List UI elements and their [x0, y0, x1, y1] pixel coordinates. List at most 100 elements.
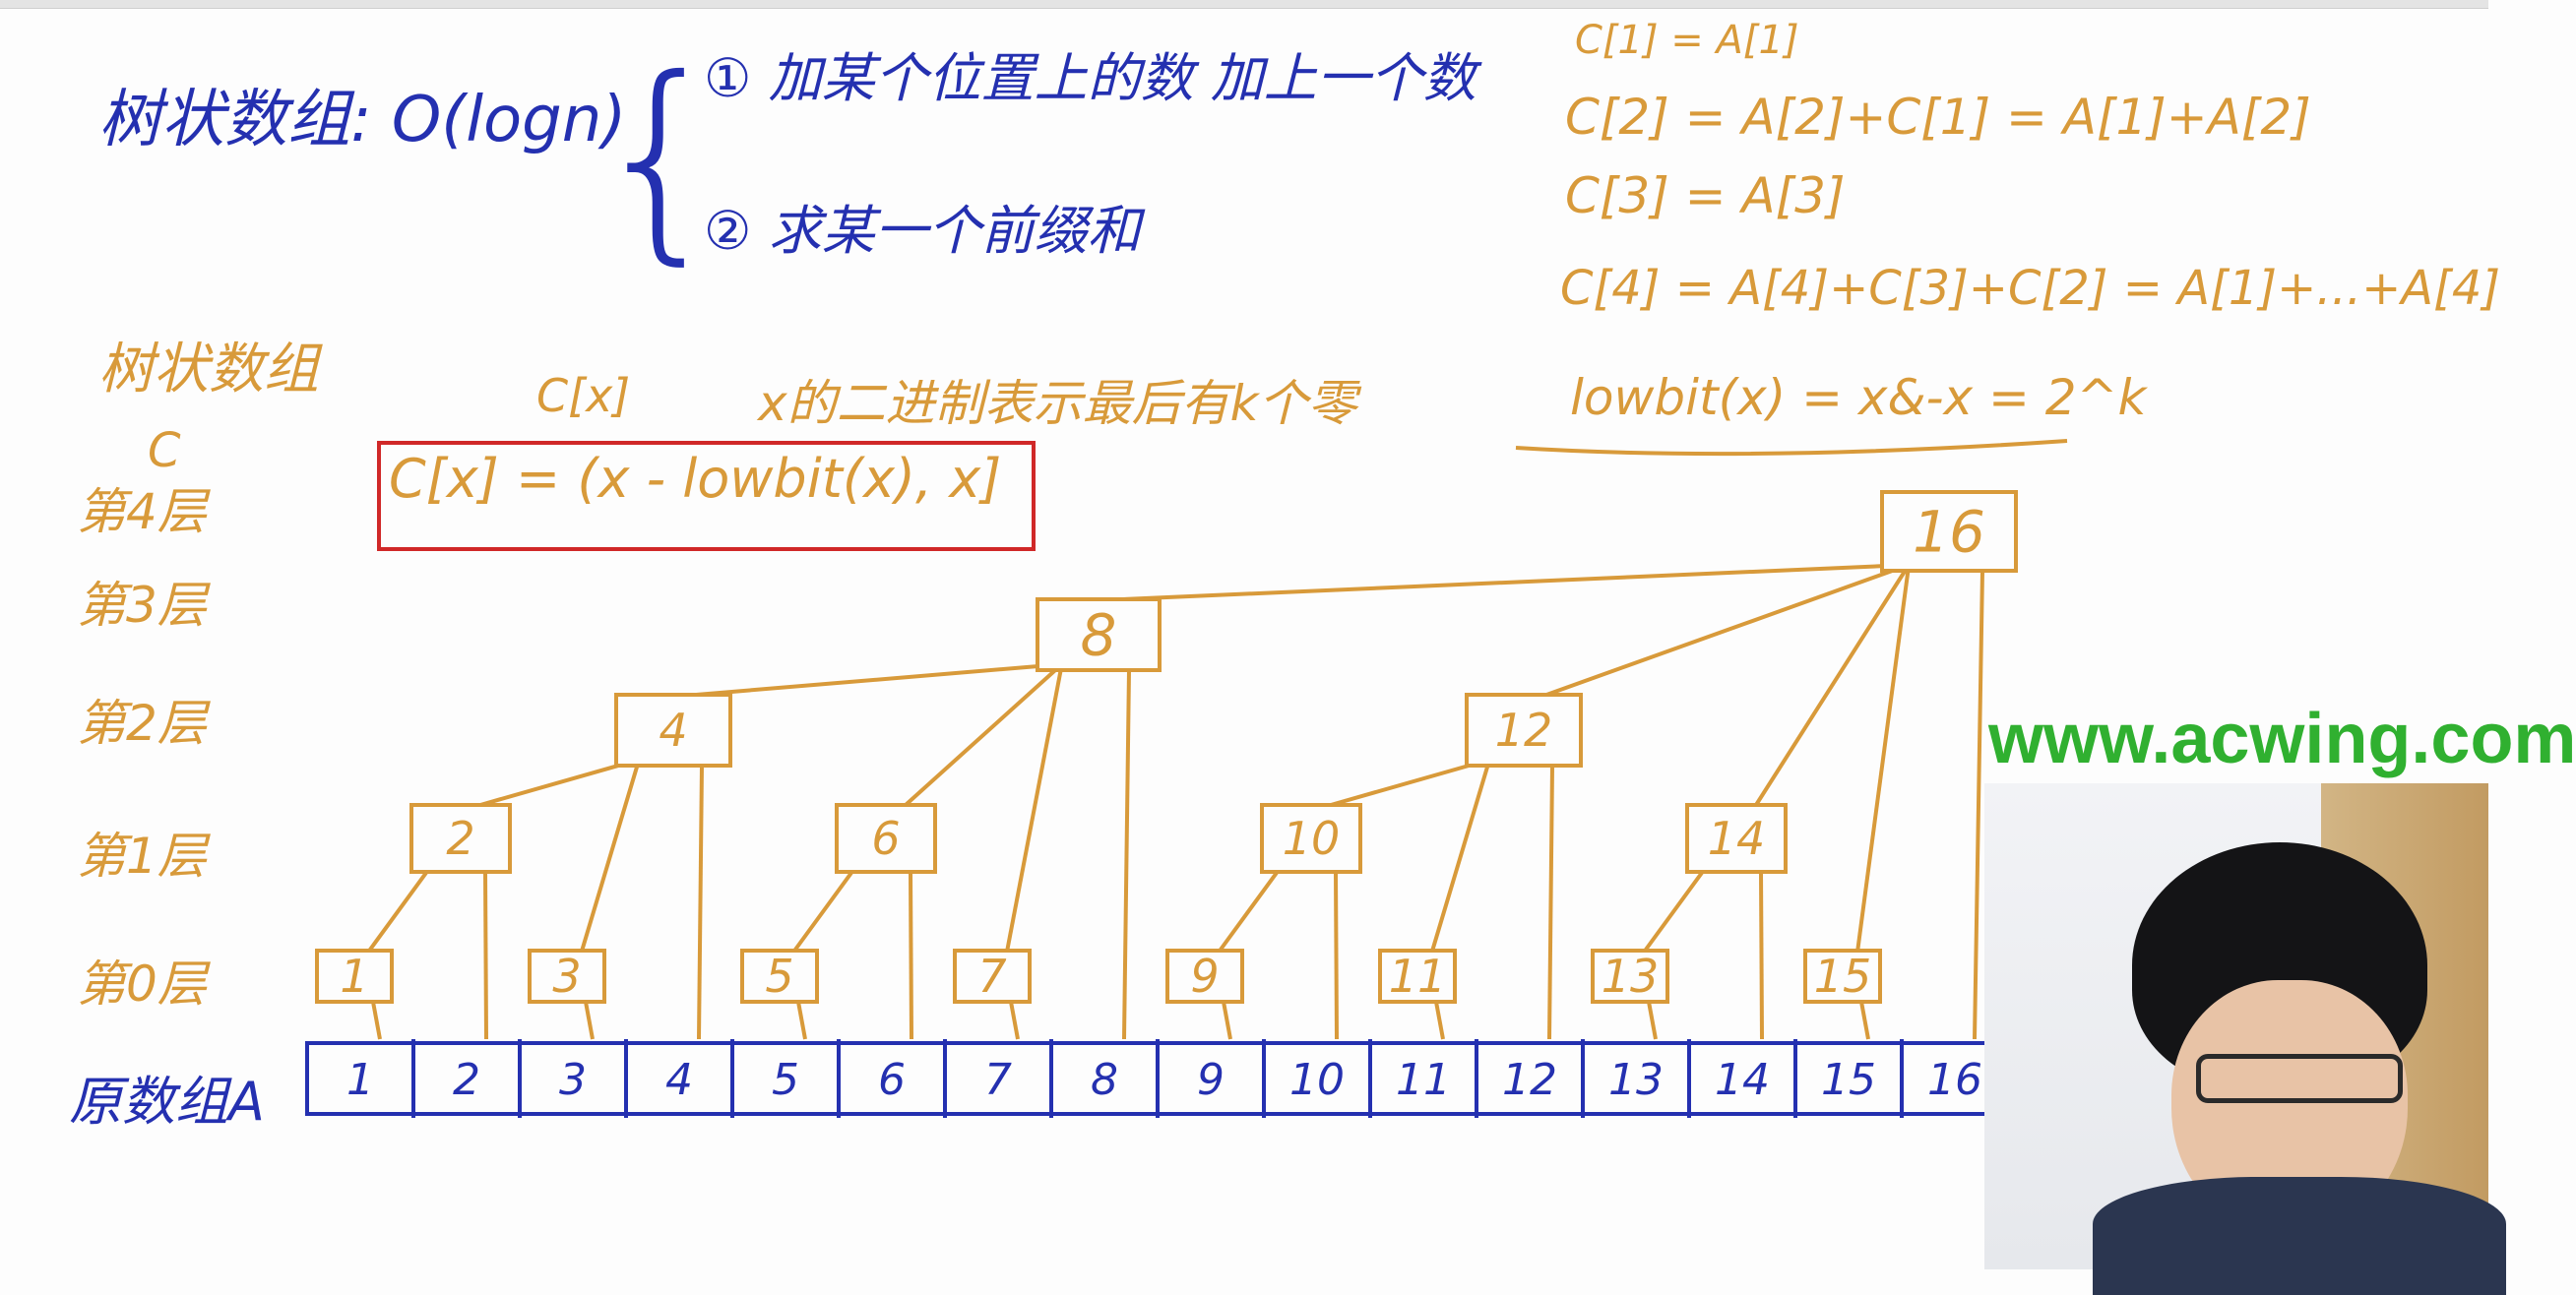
- formula-c3: C[3] = A[3]: [1565, 167, 1846, 224]
- array-cell-7: 7: [984, 1055, 1012, 1105]
- watermark: www.acwing.com: [1988, 700, 2576, 778]
- edge-4-3: [580, 759, 642, 952]
- brace: {: [591, 31, 728, 283]
- tree-node-label-4: 4: [659, 704, 687, 757]
- edge-4-2: [479, 758, 640, 807]
- lowbit-underline: [1515, 439, 2068, 457]
- tree-node-label-6: 6: [871, 812, 900, 865]
- tree-node-15: [1803, 949, 1882, 1004]
- formula-c4: C[4] = A[4]+C[3]+C[2] = A[1]+...+A[4]: [1560, 261, 2501, 316]
- edge-12-11: [1430, 759, 1492, 952]
- edge-to-array-9: [1222, 1001, 1232, 1040]
- edge-to-array-10: [1334, 871, 1339, 1040]
- cx-label: C[x]: [536, 369, 631, 422]
- tree-node-10: [1260, 803, 1362, 874]
- edge-to-array-1: [371, 1001, 382, 1040]
- edge-to-array-16: [1973, 570, 1984, 1040]
- tree-node-label-9: 9: [1190, 950, 1219, 1003]
- tree-node-label-16: 16: [1913, 498, 1985, 565]
- edge-to-array-12: [1547, 765, 1554, 1040]
- formula-c2: C[2] = A[2]+C[1] = A[1]+A[2]: [1565, 89, 2311, 146]
- webcam-feed: [1984, 783, 2506, 1295]
- edge-6-5: [792, 864, 858, 953]
- binary-note: x的二进制表示最后有k个零: [758, 375, 1357, 432]
- edge-to-array-11: [1434, 1001, 1445, 1040]
- edge-8-4: [696, 662, 1062, 697]
- tree-node-label-11: 11: [1389, 950, 1447, 1003]
- tree-node-8: [1036, 597, 1162, 672]
- window-top-bar: [0, 0, 2488, 9]
- array-cell-2: 2: [453, 1055, 480, 1105]
- tree-node-2: [409, 803, 512, 874]
- edge-16-15: [1855, 564, 1912, 952]
- array-cell-8: 8: [1091, 1055, 1118, 1105]
- tree-node-7: [953, 949, 1032, 1004]
- edge-to-array-2: [483, 871, 488, 1040]
- array-cell-1: 1: [346, 1055, 374, 1105]
- tree-node-13: [1591, 949, 1669, 1004]
- operation-add: ① 加某个位置上的数 加上一个数: [704, 47, 1476, 109]
- tree-node-6: [835, 803, 937, 874]
- tree-node-9: [1165, 949, 1244, 1004]
- layer-label-2: 第2层: [77, 695, 207, 752]
- tree-node-16: [1880, 490, 2018, 573]
- tree-node-label-3: 3: [552, 950, 581, 1003]
- edge-14-13: [1643, 864, 1709, 953]
- layer-c-label: C: [148, 423, 181, 478]
- tree-node-label-8: 8: [1081, 601, 1117, 668]
- tree-node-5: [740, 949, 819, 1004]
- array-cell-11: 11: [1396, 1055, 1451, 1105]
- array-cell-5: 5: [772, 1055, 799, 1105]
- layer-label-3: 第3层: [77, 577, 207, 634]
- tree-node-label-5: 5: [765, 950, 793, 1003]
- edge-16-14: [1754, 563, 1911, 807]
- tree-node-11: [1378, 949, 1457, 1004]
- tree-node-label-2: 2: [446, 812, 474, 865]
- edge-to-array-8: [1122, 669, 1131, 1040]
- tree-node-3: [528, 949, 606, 1004]
- array-cell-13: 13: [1608, 1055, 1664, 1105]
- edge-10-9: [1218, 864, 1284, 953]
- section-title: 树状数组: [98, 338, 319, 401]
- tree-node-4: [614, 693, 732, 768]
- tree-node-label-13: 13: [1602, 950, 1660, 1003]
- array-cell-16: 16: [1927, 1055, 1982, 1105]
- edge-8-7: [1005, 663, 1064, 952]
- array-cell-4: 4: [665, 1055, 693, 1105]
- edge-12-10: [1330, 758, 1490, 807]
- array-cell-14: 14: [1715, 1055, 1770, 1105]
- array-cell-9: 9: [1197, 1055, 1225, 1105]
- range-definition: C[x] = (x - lowbit(x), x]: [389, 448, 1002, 510]
- edge-to-array-5: [796, 1001, 807, 1040]
- array-cell-12: 12: [1502, 1055, 1557, 1105]
- array-cell-3: 3: [559, 1055, 587, 1105]
- edge-2-1: [367, 864, 433, 953]
- edge-to-array-3: [584, 1001, 595, 1040]
- operation-prefix-sum: ② 求某一个前缀和: [704, 200, 1141, 262]
- tree-node-label-12: 12: [1495, 704, 1553, 757]
- tree-node-14: [1685, 803, 1788, 874]
- array-label: 原数组A: [69, 1071, 265, 1133]
- layer-label-1: 第1层: [77, 828, 207, 885]
- tree-node-12: [1465, 693, 1583, 768]
- tree-node-1: [315, 949, 394, 1004]
- tree-node-label-1: 1: [340, 950, 368, 1003]
- page-title: 树状数组: O(logn): [98, 84, 627, 156]
- tree-node-label-7: 7: [977, 950, 1006, 1003]
- array-cell-10: 10: [1289, 1055, 1345, 1105]
- edge-8-6: [904, 662, 1064, 807]
- edge-to-array-7: [1009, 1001, 1020, 1040]
- edge-to-array-15: [1859, 1001, 1870, 1040]
- formula-c1: C[1] = A[1]: [1575, 18, 1799, 63]
- array-cell-6: 6: [878, 1055, 906, 1105]
- edge-to-array-13: [1647, 1001, 1658, 1040]
- edge-to-array-14: [1759, 871, 1764, 1040]
- range-highlight-box: [377, 441, 1036, 551]
- lowbit-formula: lowbit(x) = x&-x = 2^k: [1570, 369, 2147, 426]
- edge-16-8: [1122, 563, 1910, 601]
- layer-label-4: 第4层: [77, 483, 207, 540]
- tree-node-label-10: 10: [1283, 812, 1341, 865]
- tree-node-label-15: 15: [1814, 950, 1872, 1003]
- array-cell-15: 15: [1821, 1055, 1876, 1105]
